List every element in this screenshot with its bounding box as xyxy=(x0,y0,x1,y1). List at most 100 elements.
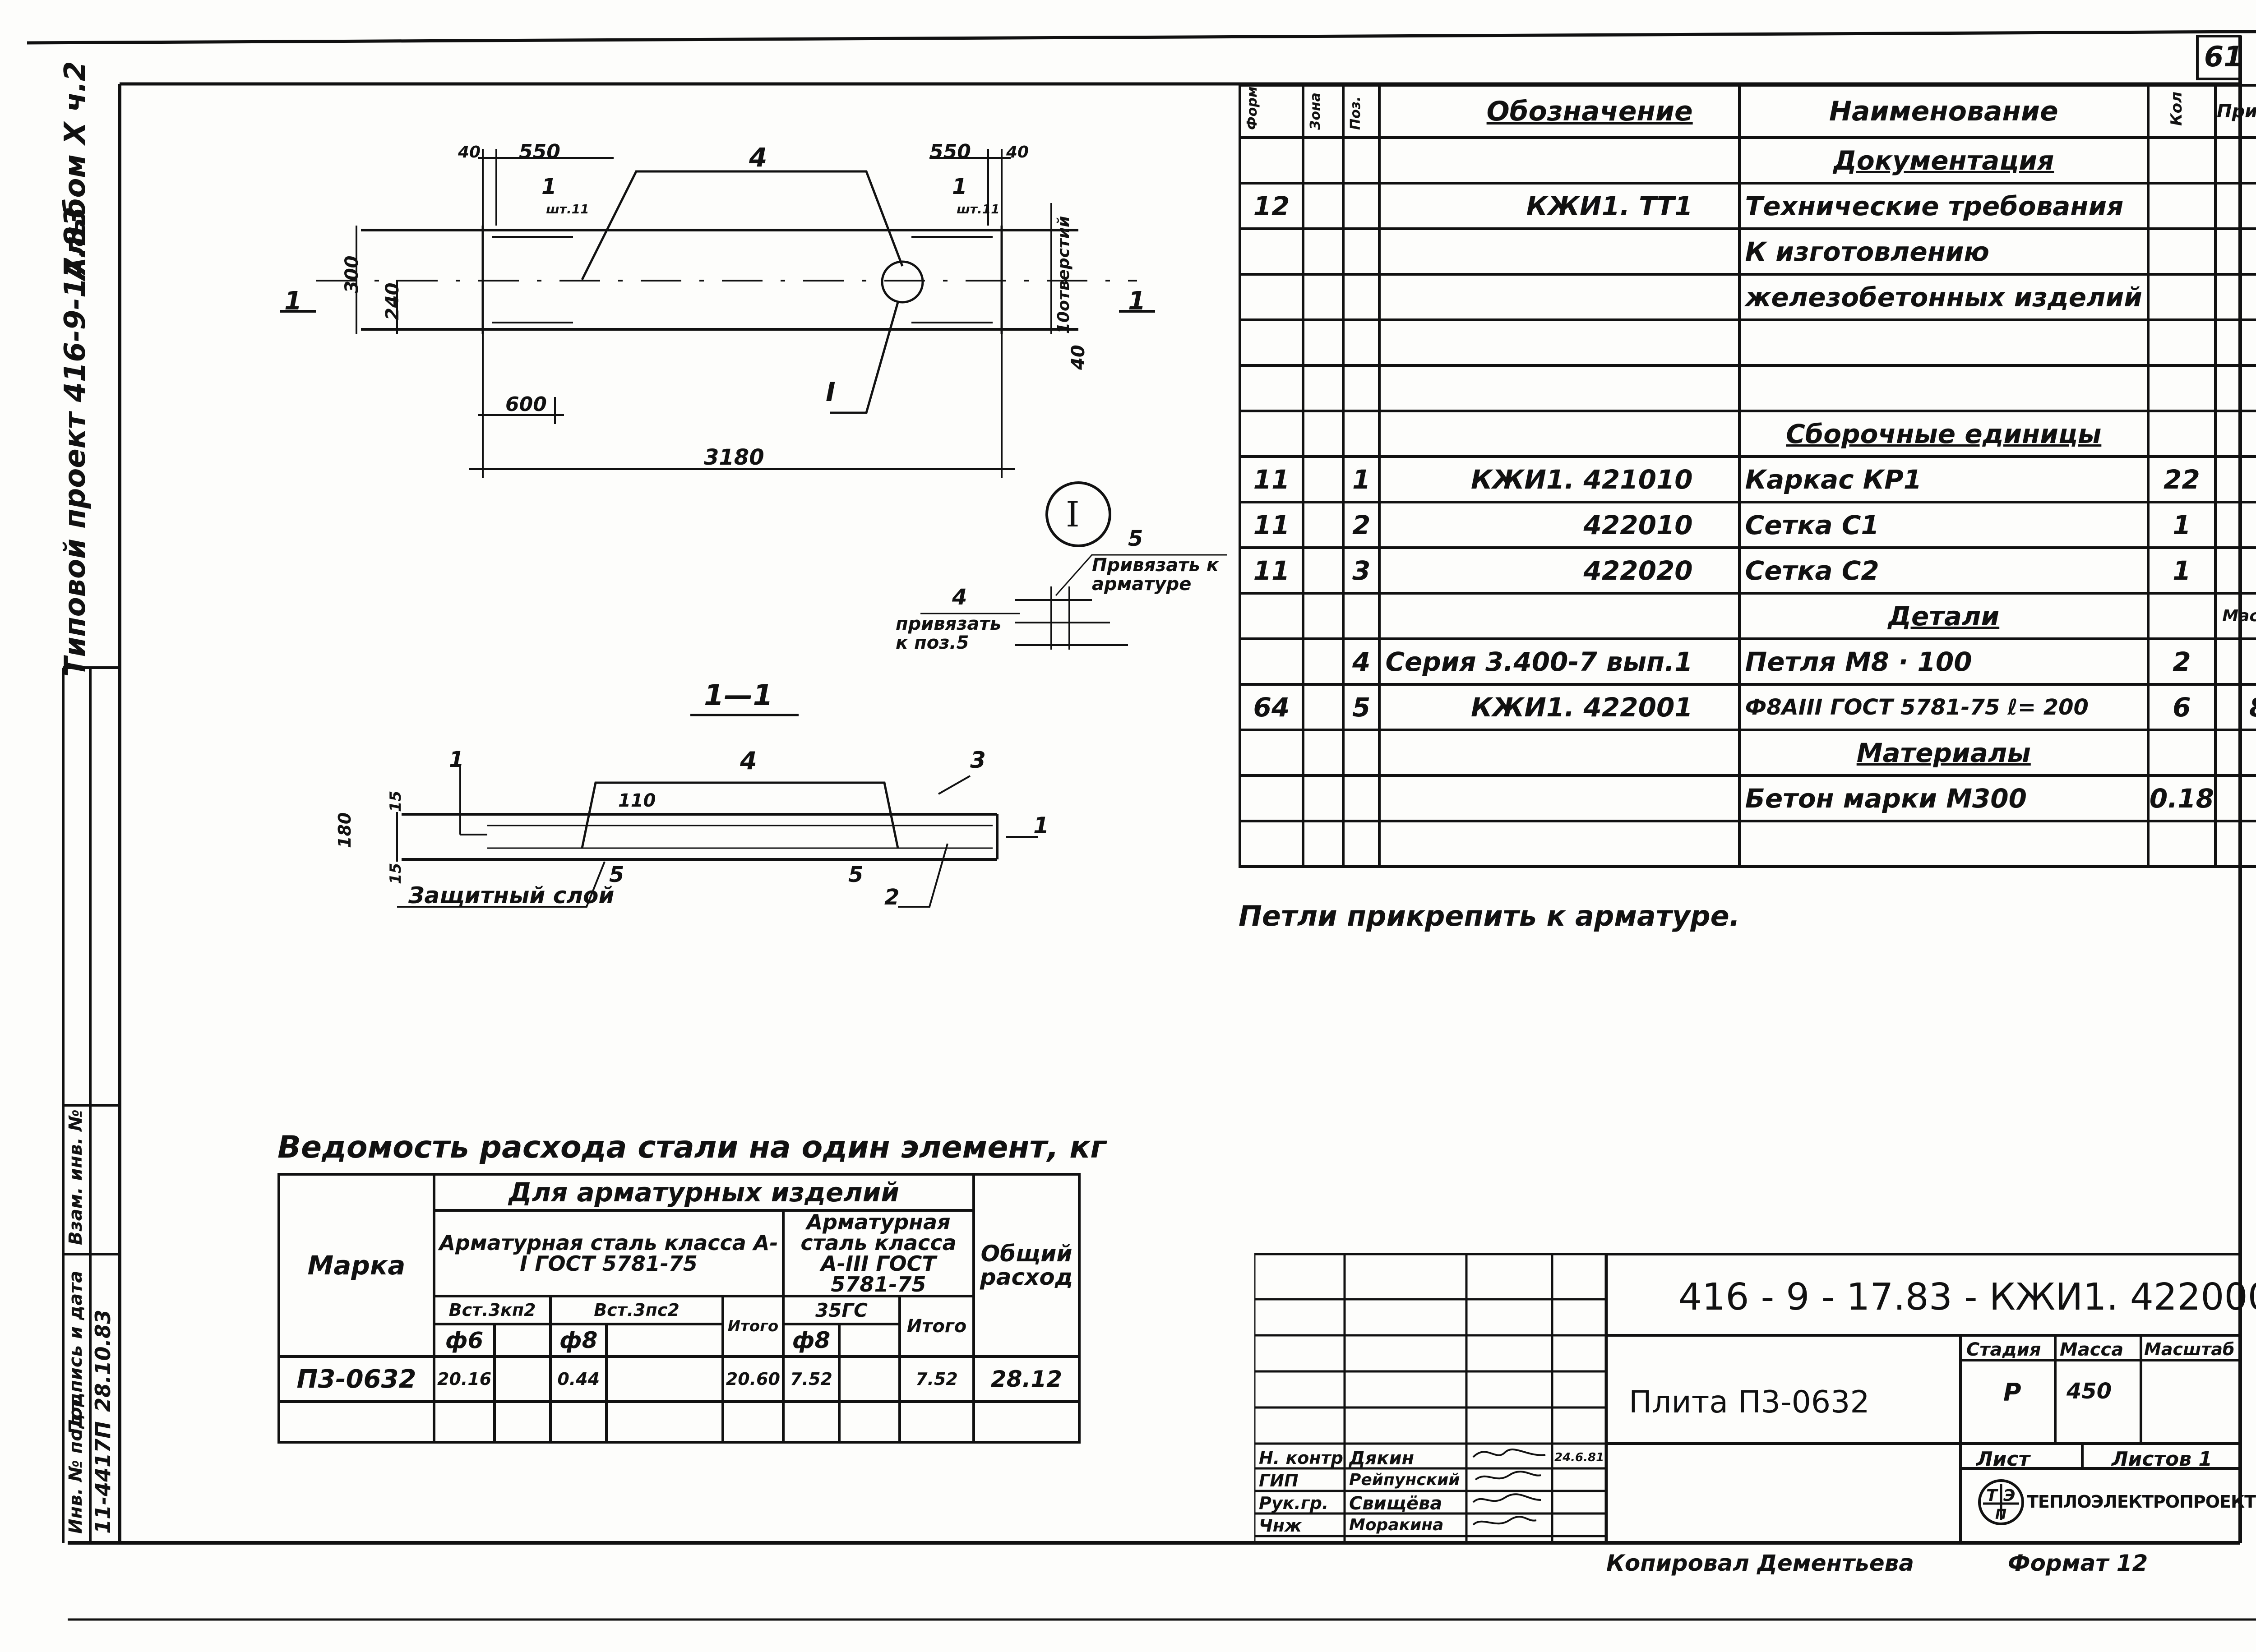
tb-stage: Р xyxy=(2003,1378,2021,1407)
spec-cell-format: 12 xyxy=(1239,182,1304,230)
steel-cell-blank3 xyxy=(838,1355,901,1403)
tb-org: ТЕПЛОЭЛЕКТРОПРОЕКТ xyxy=(2027,1492,2256,1512)
spec-cell-zone xyxy=(1302,455,1345,503)
shtr-label-left: шт.11 xyxy=(546,202,589,217)
sec-label-1: 1 xyxy=(449,747,464,772)
org-logo-icon: Т Э П xyxy=(1978,1479,2024,1525)
spec-h-note: Примечание xyxy=(2214,84,2256,139)
steel-cell-mark: П3-0632 xyxy=(277,1355,435,1403)
spec-cell-format: 11 xyxy=(1239,546,1304,595)
spec-cell-qty xyxy=(2146,273,2217,321)
tb-name-1: Дякин xyxy=(1349,1448,1415,1469)
spec-cell-zone xyxy=(1302,592,1345,640)
spec-cell-name: Детали xyxy=(1738,592,2150,640)
spec-cell-name xyxy=(1738,820,2150,868)
spec-cell-designation xyxy=(1378,364,1741,412)
spec-cell-pos xyxy=(1341,364,1381,412)
protective-layer-label: Защитный слой xyxy=(408,882,615,909)
spec-cell-name: Сетка С2 xyxy=(1738,546,2150,595)
tb-name: Плита П3-0632 xyxy=(1629,1384,1870,1420)
spec-h-name: Наименование xyxy=(1738,84,2150,139)
section-mark-right: 1 xyxy=(1128,286,1146,316)
spec-cell-name: железобетонных изделий xyxy=(1738,273,2150,321)
spec-cell-name: Сетка С1 xyxy=(1738,501,2150,549)
sec-dim-15-top: 15 xyxy=(387,790,405,812)
spec-header-row: Формат Зона Поз. Обозначение Наименовани… xyxy=(1239,84,2256,139)
sec-label-110: 110 xyxy=(618,790,656,811)
spec-cell-note xyxy=(2214,455,2256,503)
spec-cell-pos: 3 xyxy=(1341,546,1381,595)
detail-pos-4-text: привязать к поз.5 xyxy=(896,614,1002,653)
spec-cell-note xyxy=(2214,136,2256,185)
spec-cell-name: Петля М8 · 100 xyxy=(1738,637,2150,686)
steel-h-itogo2: Итого xyxy=(898,1295,975,1358)
spec-cell-pos xyxy=(1341,227,1381,276)
steel-h-st2: Вст.3пс2 xyxy=(549,1295,724,1325)
sheet-number: 61 xyxy=(2204,40,2243,73)
spec-cell-note xyxy=(2214,546,2256,595)
section-mark-left: 1 xyxy=(284,286,302,316)
spec-cell-zone xyxy=(1302,273,1345,321)
tb-role-3: Рук.гр. xyxy=(1259,1493,1329,1513)
spec-cell-designation xyxy=(1378,410,1741,458)
spec-h-designation: Обозначение xyxy=(1378,84,1741,139)
steel-h-d8b: ф8 xyxy=(782,1323,841,1358)
spec-cell-format: 11 xyxy=(1239,501,1304,549)
spec-cell-qty xyxy=(2146,318,2217,367)
spec-cell-pos: 5 xyxy=(1341,683,1381,731)
spec-row: ДеталиМасса ед. кг xyxy=(1239,592,2256,640)
section-title: 1—1 xyxy=(704,679,773,712)
steel-table: Марка Для арматурных изделий Общий расхо… xyxy=(277,1173,1081,1444)
spec-cell-zone xyxy=(1302,820,1345,868)
spec-cell-name: Материалы xyxy=(1738,729,2150,777)
dim-bottom-600: 600 xyxy=(505,393,547,416)
spec-cell-designation: 422010 xyxy=(1378,501,1741,549)
spec-cell-pos xyxy=(1341,318,1381,367)
signatures xyxy=(1472,1449,1546,1526)
spec-cell-note xyxy=(2214,318,2256,367)
steel-cell-d8b: 7.52 xyxy=(782,1355,841,1403)
spec-row: К изготовлению xyxy=(1239,227,2256,276)
spec-cell-zone xyxy=(1302,182,1345,230)
spec-h-format: Формат xyxy=(1239,84,1304,139)
dim-right-holes: 10отверстий xyxy=(1054,216,1073,334)
dim-top-550-right: 550 xyxy=(929,140,971,163)
tb-mass-h: Масса xyxy=(2060,1339,2124,1360)
spec-cell-name: Бетон марки М300 xyxy=(1738,774,2150,822)
spec-cell-note xyxy=(2214,637,2256,686)
spec-cell-qty: 6 xyxy=(2146,683,2217,731)
spec-cell-pos xyxy=(1341,774,1381,822)
spec-cell-qty xyxy=(2146,364,2217,412)
steel-cell-blank2 xyxy=(605,1355,724,1403)
spec-cell-designation: 422020 xyxy=(1378,546,1741,595)
tb-sheets-h: Листов 1 xyxy=(2112,1448,2212,1471)
spec-cell-format xyxy=(1239,820,1304,868)
svg-text:Э: Э xyxy=(2003,1486,2015,1505)
spec-cell-qty xyxy=(2146,820,2217,868)
spec-cell-designation: Серия 3.400-7 вып.1 xyxy=(1378,637,1741,686)
sec-label-1-right: 1 xyxy=(1033,812,1049,839)
loop-mark-right: 1 xyxy=(952,174,967,199)
spec-cell-designation xyxy=(1378,136,1741,185)
spec-row: Сборочные единицы xyxy=(1239,410,2256,458)
spec-cell-zone xyxy=(1302,774,1345,822)
spec-row: Материалы xyxy=(1239,729,2256,777)
spec-cell-designation: КЖИ1. ТТ1 xyxy=(1378,182,1741,230)
tb-scale-h: Масштаб xyxy=(2144,1339,2235,1359)
spec-row xyxy=(1239,820,2256,868)
spec-cell-note xyxy=(2214,410,2256,458)
spec-cell-zone xyxy=(1302,546,1345,595)
spec-cell-note xyxy=(2214,501,2256,549)
tb-role-4: Чнж xyxy=(1259,1516,1302,1536)
callout-I-plan: I xyxy=(826,377,836,407)
spec-cell-qty xyxy=(2146,182,2217,230)
spec-cell-name: Технические требования xyxy=(1738,182,2150,230)
spec-cell-zone xyxy=(1302,318,1345,367)
spec-h-qty: Кол xyxy=(2146,84,2217,139)
steel-cell-itogo2: 7.52 xyxy=(898,1355,975,1403)
